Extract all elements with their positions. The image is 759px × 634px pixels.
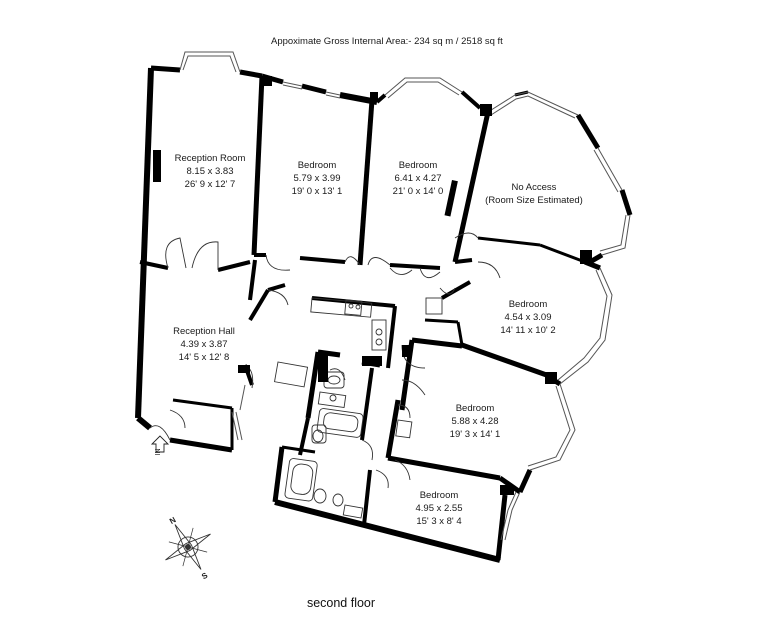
room-note: (Room Size Estimated) (485, 195, 583, 206)
entrance-label: IN (155, 449, 162, 456)
entrance-arrow-icon (150, 435, 170, 453)
compass-north: N (168, 515, 178, 526)
room-metric: 8.15 x 3.83 (186, 166, 233, 177)
room-label-bedroom-5: Bedroom 4.95 x 2.55 15' 3 x 8' 4 (415, 490, 462, 527)
room-label-bedroom-1: Bedroom 5.79 x 3.99 19' 0 x 13' 1 (292, 160, 343, 197)
room-label-reception-room: Reception Room 8.15 x 3.83 26' 9 x 12' 7 (175, 153, 246, 190)
room-label-bedroom-3: Bedroom 4.54 x 3.09 14' 11 x 10' 2 (500, 299, 555, 336)
room-metric: 4.95 x 2.55 (415, 503, 462, 514)
room-name: Bedroom (298, 160, 337, 171)
room-name: Reception Room (175, 153, 246, 164)
structural-blocks (153, 76, 592, 495)
windows (179, 51, 631, 541)
compass-south: S (200, 570, 210, 581)
gross-area-heading: Appoximate Gross Internal Area:- 234 sq … (271, 36, 503, 47)
room-label-reception-hall: Reception Hall 4.39 x 3.87 14' 5 x 12' 8 (173, 326, 235, 363)
room-name: Bedroom (399, 160, 438, 171)
room-imperial: 21' 0 x 14' 0 (393, 186, 444, 197)
room-metric: 5.88 x 4.28 (451, 416, 498, 427)
room-metric: 5.79 x 3.99 (293, 173, 340, 184)
room-imperial: 14' 11 x 10' 2 (500, 325, 555, 336)
room-imperial: 19' 3 x 14' 1 (450, 429, 501, 440)
fixtures (274, 297, 443, 519)
room-label-bedroom-2: Bedroom 6.41 x 4.27 21' 0 x 14' 0 (393, 160, 444, 197)
room-name: Reception Hall (173, 326, 235, 337)
room-imperial: 14' 5 x 12' 8 (179, 352, 230, 363)
room-imperial: 15' 3 x 8' 4 (416, 516, 461, 527)
room-name: Bedroom (420, 490, 459, 501)
room-name: No Access (512, 182, 557, 193)
room-label-bedroom-4: Bedroom 5.88 x 4.28 19' 3 x 14' 1 (450, 403, 501, 440)
room-name: Bedroom (456, 403, 495, 414)
walls (135, 65, 633, 563)
room-metric: 4.54 x 3.09 (504, 312, 551, 323)
compass-rose-icon: N S (165, 515, 211, 581)
room-name: Bedroom (509, 299, 548, 310)
room-imperial: 26' 9 x 12' 7 (185, 179, 236, 190)
entrance-marker: IN (150, 435, 170, 456)
room-metric: 4.39 x 3.87 (180, 339, 227, 350)
room-metric: 6.41 x 4.27 (394, 173, 441, 184)
room-label-no-access: No Access (Room Size Estimated) (485, 182, 583, 206)
floor-label: second floor (307, 596, 375, 610)
room-imperial: 19' 0 x 13' 1 (292, 186, 343, 197)
